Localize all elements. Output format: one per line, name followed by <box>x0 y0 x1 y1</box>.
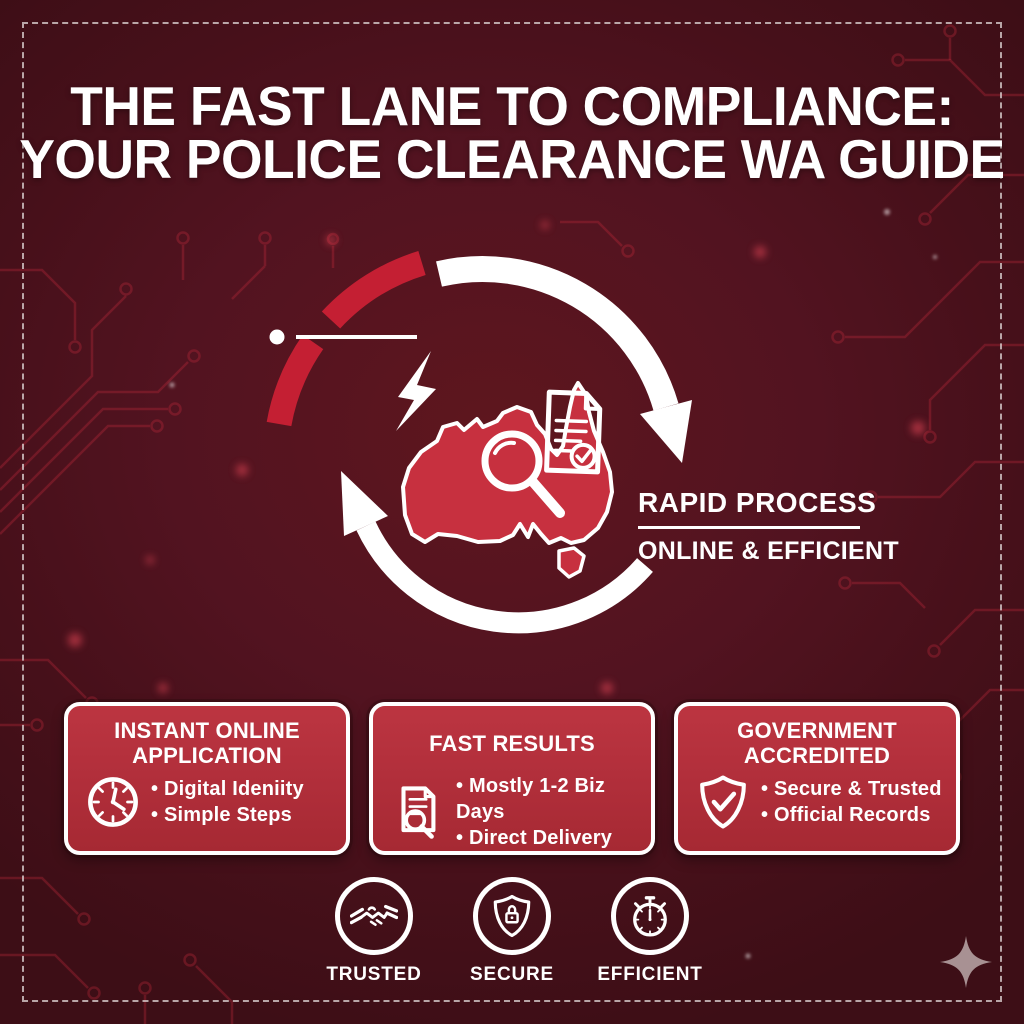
label-divider <box>638 526 860 529</box>
card-instant-online-application: INSTANT ONLINE APPLICATION Digital Ideni… <box>64 702 350 855</box>
sparkle-icon <box>940 936 992 988</box>
card-bullets: Mostly 1-2 Biz Days Direct Delivery <box>456 773 641 851</box>
badge-circle <box>473 877 551 955</box>
badge-circle <box>611 877 689 955</box>
badge-efficient: EFFICIENT <box>595 877 705 986</box>
cycle-diagram <box>266 251 692 634</box>
bullet-item: Mostly 1-2 Biz Days <box>456 773 641 825</box>
white-specks <box>169 209 937 959</box>
bullet-item: Simple Steps <box>151 802 304 828</box>
card-government-accredited: GOVERNMENT ACCREDITED Secure & Trusted O… <box>674 702 960 855</box>
document-search-icon <box>401 786 436 839</box>
badge-secure: SECURE <box>457 877 567 986</box>
cycle-arrow-bottom <box>341 471 653 634</box>
trust-badges-row: TRUSTED SECURE <box>0 877 1024 986</box>
clock-icon <box>88 777 138 827</box>
handshake-icon <box>350 904 398 926</box>
red-speed-arc <box>266 251 426 427</box>
bullet-item: Official Records <box>761 802 942 828</box>
card-fast-results: FAST RESULTS Mostly 1-2 Biz Days Direct … <box>369 702 655 855</box>
title-line-2: YOUR POLICE CLEARANCE WA GUIDE <box>19 128 1005 190</box>
badge-label: EFFICIENT <box>597 964 703 985</box>
title-line-1: THE FAST LANE TO COMPLIANCE: <box>70 75 954 137</box>
page-title: THE FAST LANE TO COMPLIANCE: YOUR POLICE… <box>15 75 1008 190</box>
card-title: INSTANT ONLINE APPLICATION <box>114 718 300 768</box>
badge-trusted: TRUSTED <box>319 877 429 986</box>
dot-line-accent <box>269 329 417 345</box>
card-title: GOVERNMENT ACCREDITED <box>737 718 897 768</box>
shield-lock-icon <box>493 894 531 938</box>
diagram-subheading: ONLINE & EFFICIENT <box>638 537 899 565</box>
feature-cards-row: INSTANT ONLINE APPLICATION Digital Ideni… <box>64 702 960 855</box>
card-title: FAST RESULTS <box>429 730 595 756</box>
stopwatch-icon <box>633 896 667 937</box>
bullet-item: Direct Delivery <box>456 825 641 851</box>
bullet-item: Secure & Trusted <box>761 776 942 802</box>
lightning-icon <box>396 351 436 431</box>
australia-map <box>401 381 614 579</box>
card-bullets: Secure & Trusted Official Records <box>761 776 942 828</box>
circuit-pattern <box>0 24 1024 1024</box>
badge-label: TRUSTED <box>326 964 422 985</box>
diagram-label: RAPID PROCESS ONLINE & EFFICIENT <box>638 487 899 566</box>
diagram-heading: RAPID PROCESS <box>638 487 877 518</box>
card-bullets: Digital Ideniity Simple Steps <box>151 776 304 828</box>
badge-label: SECURE <box>470 964 554 985</box>
cycle-arrow-top <box>436 255 692 463</box>
magnifier-icon <box>481 430 565 518</box>
bullet-item: Digital Ideniity <box>151 776 304 802</box>
document-check-icon <box>544 389 603 475</box>
badge-circle <box>335 877 413 955</box>
shield-check-icon <box>700 775 746 829</box>
